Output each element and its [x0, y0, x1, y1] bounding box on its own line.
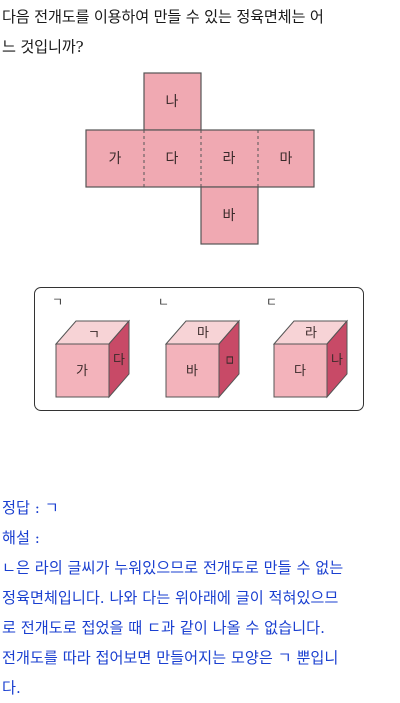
option-label: ㄷ	[266, 295, 277, 309]
option-label: ㄱ	[52, 295, 63, 309]
question-line-1: 다음 전개도를 이용하여 만들 수 있는 정육면체는 어	[2, 8, 324, 26]
cube-top-text: 마	[197, 326, 209, 341]
explanation-line-1: ㄴ은 라의 글씨가 누워있으므로 전개도로 만들 수 없는	[2, 559, 344, 577]
net-label-ra: 라	[223, 151, 236, 167]
answer-section: 정답 : ㄱ 해설 : ㄴ은 라의 글씨가 누워있으므로 전개도로 만들 수 없…	[2, 493, 398, 703]
explanation-line-5: 다.	[2, 679, 21, 697]
net-label-ma: 마	[280, 151, 293, 167]
answer-line: 정답 : ㄱ	[2, 499, 59, 517]
options-box	[34, 287, 364, 411]
cube-options: ㄱ ㄴ 가 다 ㄴ 마 바 ㅁ ㄷ 라 다 나	[52, 295, 349, 399]
explanation-heading: 해설 :	[2, 529, 40, 547]
explanation-line-3: 로 전개도로 접었을 때 ㄷ과 같이 나올 수 없습니다.	[2, 619, 325, 637]
net-face-bottom	[200, 186, 259, 245]
question-text: 다음 전개도를 이용하여 만들 수 있는 정육면체는 어 느 것입니까?	[2, 2, 398, 62]
cube-side-text: ㅁ	[221, 354, 236, 366]
cube-front-text: 바	[186, 364, 198, 379]
net-face-row	[85, 129, 315, 188]
option-giyeok[interactable]: ㄱ ㄴ 가 다	[52, 295, 131, 399]
net-label-da: 다	[166, 151, 179, 167]
question-line-2: 느 것입니까?	[2, 38, 84, 56]
option-nieun[interactable]: ㄴ 마 바 ㅁ	[158, 295, 241, 399]
explanation-line-4: 전개도를 따라 접어보면 만들어지는 모양은 ㄱ 뿐입니	[2, 649, 339, 667]
cube-net-diagram: 나 가 다 라 마 바	[85, 72, 315, 245]
cube-side-text: 다	[113, 353, 125, 368]
net-label-na: 나	[166, 94, 179, 110]
explanation-line-2: 정육면체입니다. 나와 다는 위아래에 글이 적혀있으므	[2, 589, 339, 607]
option-label: ㄴ	[158, 295, 169, 309]
option-digeut[interactable]: ㄷ 라 다 나	[266, 295, 349, 399]
cube-front-text: 다	[294, 364, 306, 379]
cube-side-text: 나	[331, 353, 343, 368]
net-label-ga: 가	[109, 151, 122, 167]
net-label-ba: 바	[223, 208, 236, 224]
cube-top-text: ㄴ	[88, 325, 100, 340]
cube-front-text: 가	[76, 364, 88, 379]
net-face-top	[143, 72, 202, 131]
cube-top-text: 라	[305, 326, 317, 341]
